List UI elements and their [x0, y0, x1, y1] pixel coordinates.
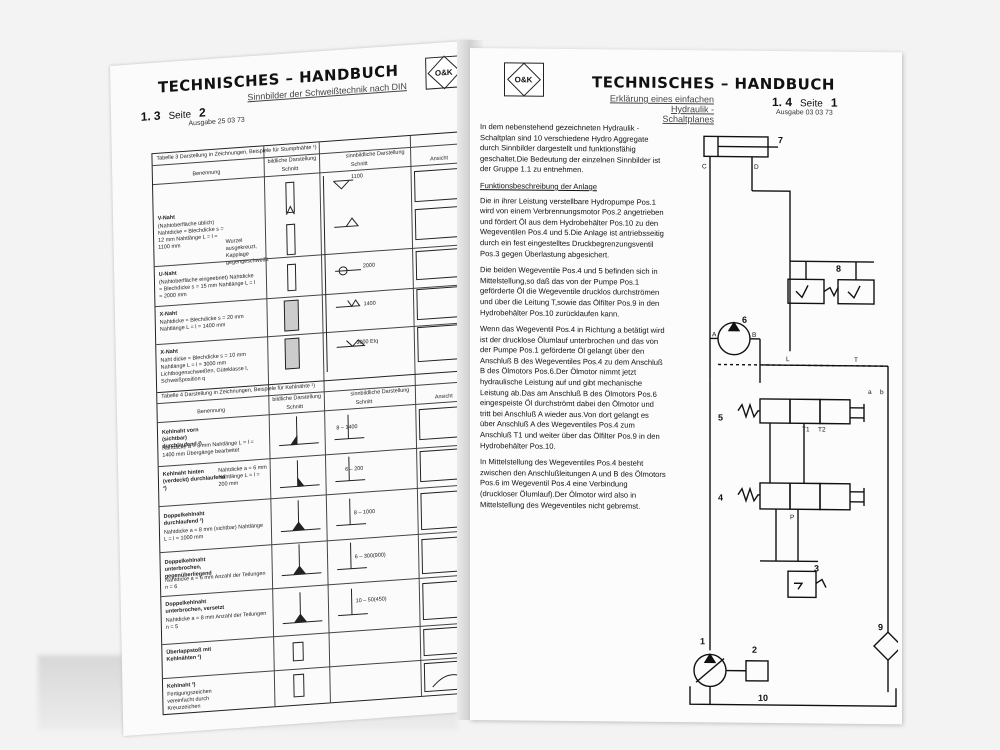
t1-row1-desc: (Nahtoberfläche üblich) Nahtdicke = Blec…: [157, 219, 224, 251]
seite-number: 2: [198, 105, 206, 120]
right-page-title: TECHNISCHES – HANDBUCH: [592, 73, 835, 94]
t1-sym4: 1400: [363, 300, 376, 308]
label-A: A: [712, 331, 717, 338]
t1-row5-desc: Naht dicke = Blechdicke s = 10 mm Nahtlä…: [160, 351, 249, 385]
table2-col-ansicht: Ansicht: [434, 393, 453, 401]
right-page: O&K TECHNISCHES – HANDBUCH Erklärung ein…: [470, 48, 902, 725]
label-9: 9: [878, 622, 883, 632]
label-4: 4: [718, 492, 723, 502]
subtitle-line1: Erklärung eines einfachen Hydraulik -: [609, 93, 714, 115]
label-1: 1: [700, 636, 705, 646]
t2-row2-name: Kehlnaht hinten (verdeckt) durchlaufend …: [162, 468, 226, 492]
right-page-subtitle: Erklärung eines einfachen Hydraulik - Sc…: [586, 93, 714, 124]
weld-symbols-table: Tabelle 3 Darstellung in Zeichnungen, Be…: [151, 130, 482, 716]
label-T2: T2: [818, 426, 826, 433]
logo-diamond-icon-right: O&K: [507, 62, 541, 97]
t1-sym1: 1100: [351, 173, 363, 181]
label-7: 7: [778, 135, 783, 145]
seite-number-right: 1: [830, 95, 838, 110]
table1-col-ansicht: Ansicht: [430, 155, 449, 163]
table2-col-schnitt: Schnitt: [286, 403, 304, 412]
engine-2: [745, 660, 769, 682]
left-page: TECHNISCHES – HANDBUCH Sinnbilder der Sc…: [110, 40, 486, 736]
seite-label-right: Seite: [800, 98, 823, 110]
hydraulic-schematic: 7 8 6 5 4 3 1 2 9 10 C D A B L T a b T1: [689, 135, 898, 707]
t2-row2-desc: Nahtdicke a = 6 mm Nahtlänge L = l = 200…: [218, 464, 267, 488]
t2-sym2: 6 – 200: [345, 465, 364, 473]
label-B: B: [752, 332, 756, 339]
table2-col-schnitt2: Schnitt: [355, 398, 373, 407]
section-number-right: 1. 4: [772, 95, 793, 110]
t1-row4-name: X-Naht: [159, 310, 178, 318]
label-3: 3: [814, 563, 819, 573]
table1-col-schnitt2: Schnitt: [350, 160, 368, 169]
paragraph-2: Die beiden Wegeventile Pos.4 und 5 befin…: [480, 265, 660, 318]
section-heading: Funktionsbeschreibung der Anlage: [480, 181, 597, 192]
ok-logo-right: O&K: [504, 62, 544, 97]
table1-col-schnitt: Schnitt: [281, 165, 299, 174]
intro-paragraph: In dem nebenstehend gezeichneten Hydraul…: [480, 122, 661, 175]
paragraph-1: Die in ihrer Leistung verstellbare Hydro…: [480, 195, 664, 259]
label-D: D: [754, 164, 759, 171]
label-8: 8: [836, 264, 841, 274]
label-10: 10: [758, 693, 768, 703]
paragraph-3: Wenn das Wegeventil Pos.4 in Richtung a …: [480, 324, 665, 451]
label-6: 6: [742, 315, 747, 325]
logo-diamond-icon: O&K: [427, 55, 462, 90]
right-page-section: 1. 4 Seite 1: [772, 95, 838, 110]
label-L: L: [786, 356, 790, 363]
t1-row3-name: U-Naht: [158, 270, 177, 278]
t2-row7-desc: Fertigungszeichen vereinfacht durch Kreu…: [167, 688, 212, 712]
label-a: a: [868, 389, 872, 396]
label-T: T: [854, 357, 858, 364]
body-text: In dem nebenstehend gezeichneten Hydraul…: [480, 122, 666, 518]
t2-row6-name: Überlappstoß mit Kehlnähten ²): [166, 646, 212, 663]
label-b: b: [880, 389, 884, 396]
t1-row2-desc: Wurzel ausgekreuzt, Kapplage gegengeschw…: [225, 237, 269, 267]
label-C: C: [702, 163, 707, 170]
ausgabe-date-right: Ausgabe 03 03 73: [776, 109, 833, 117]
paragraph-4: In Mittelstellung des Wegeventiles Pos.4…: [480, 457, 666, 511]
section-number: 1. 3: [140, 108, 161, 124]
label-5: 5: [718, 412, 723, 422]
t1-row5-name: X-Naht: [160, 348, 178, 356]
label-2: 2: [752, 645, 757, 655]
table1-drawings: [283, 167, 471, 373]
label-T1: T1: [802, 426, 810, 433]
t1-sym3: 2000: [362, 262, 376, 270]
t1-row1-name: V-Naht: [157, 214, 175, 222]
table1-col-benennung: Benennung: [192, 169, 221, 178]
table2-col-benennung: Benennung: [197, 407, 226, 416]
label-P: P: [790, 514, 794, 521]
